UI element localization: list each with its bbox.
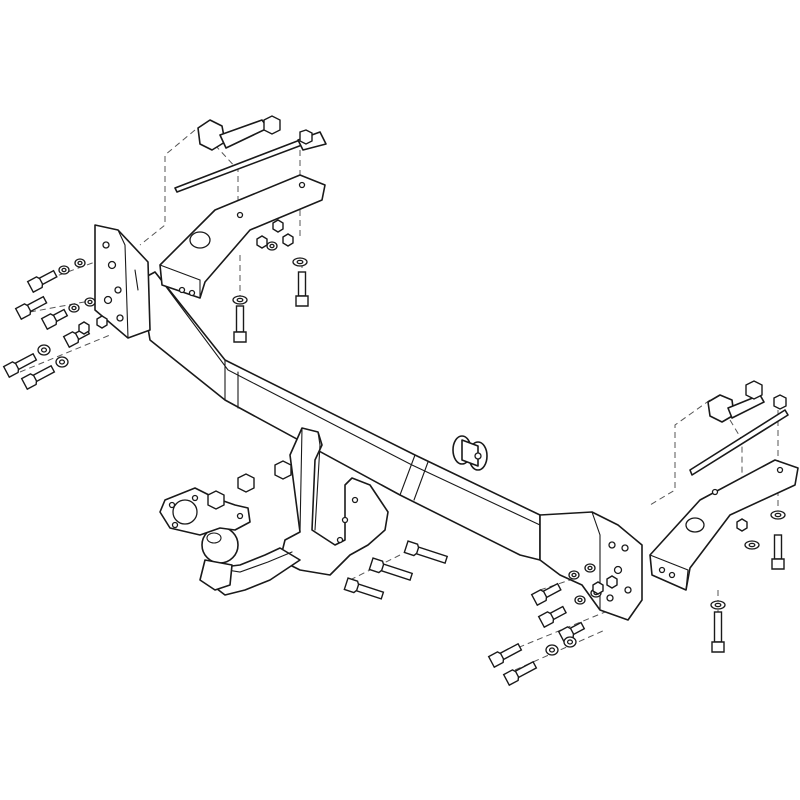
bolt-head: [711, 641, 725, 653]
bolt-shank: [773, 534, 783, 560]
bolt-head: [14, 303, 32, 321]
left-mounting-plate: [94, 224, 151, 339]
bolt: [530, 582, 562, 607]
nut: [256, 235, 268, 249]
bolt-head: [771, 558, 785, 570]
bolt-head: [502, 669, 520, 687]
right-clamp-and-tie-rod: [689, 380, 789, 476]
fastener-set: [2, 219, 786, 687]
nut: [78, 321, 90, 335]
bolt-head: [233, 331, 247, 343]
bolt: [403, 540, 449, 564]
washer-hole: [58, 359, 66, 365]
bolt: [26, 269, 58, 294]
washer-hole: [774, 512, 782, 518]
bolt-head: [530, 589, 548, 607]
washer-hole: [748, 542, 756, 548]
washer-hole: [87, 299, 93, 305]
washer-hole: [71, 305, 77, 311]
bolt: [537, 605, 568, 629]
washer-hole: [236, 297, 244, 303]
bolt-head: [20, 373, 38, 391]
bolt: [368, 557, 414, 581]
bolt-head: [368, 557, 385, 574]
bolt-shank: [413, 545, 449, 564]
bolt-head: [537, 611, 555, 629]
nut: [282, 233, 294, 247]
nut: [592, 581, 604, 595]
bolt-head: [343, 577, 360, 594]
bolt-head: [295, 295, 309, 307]
left-clamp-and-tie-rod: [174, 115, 327, 193]
bolt-head: [26, 276, 44, 294]
bolt-shank: [297, 271, 307, 297]
bolt: [502, 660, 538, 687]
bolt: [343, 577, 385, 600]
bolt-shank: [713, 611, 723, 643]
bolt-shank: [353, 582, 385, 600]
bolt-shank: [378, 562, 414, 581]
bolt-shank: [235, 305, 245, 333]
bolt: [20, 364, 56, 391]
nut: [96, 315, 108, 329]
tow-ball-arm: [199, 526, 301, 596]
bolt-head: [62, 331, 80, 349]
bolt: [14, 295, 48, 321]
washer-hole: [548, 647, 556, 653]
bolt-head: [2, 361, 20, 379]
bolt-head: [487, 651, 505, 669]
washer-hole: [566, 639, 574, 645]
washer-hole: [714, 602, 722, 608]
bolt-head: [403, 540, 420, 557]
nut: [606, 575, 618, 589]
bolt: [487, 642, 523, 669]
washer-hole: [587, 565, 593, 571]
bolt: [40, 308, 69, 331]
washer-hole: [77, 260, 83, 266]
nut: [272, 219, 284, 233]
nut: [736, 518, 748, 532]
washer-hole: [269, 243, 275, 249]
washer-hole: [61, 267, 67, 273]
bolt-head: [40, 313, 58, 331]
washer-hole: [296, 259, 304, 265]
right-bracket-arm: [649, 459, 799, 591]
washer-hole: [40, 347, 48, 353]
left-bracket-arm: [159, 174, 326, 299]
washer-hole: [577, 597, 583, 603]
rubber-bump-stop: [452, 435, 488, 471]
socket-plate: [159, 460, 292, 536]
washer-hole: [571, 572, 577, 578]
assembly-guide-lines: [19, 129, 779, 671]
bolt: [2, 352, 38, 379]
